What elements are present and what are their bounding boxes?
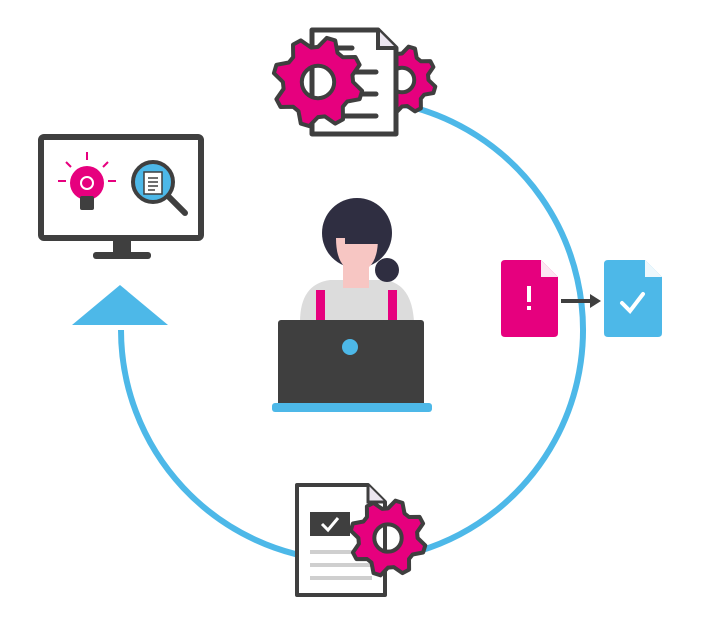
cycle-arrow-icon (72, 285, 168, 325)
gear-icon (271, 35, 365, 129)
magnifier-document-icon (131, 160, 188, 216)
gear-icon (348, 498, 428, 578)
cycle-arc (118, 101, 586, 564)
checked-document-icon (604, 260, 662, 337)
lightbulb-gear-icon (58, 152, 116, 210)
monitor-icon (38, 134, 204, 259)
warning-document-icon (501, 260, 558, 337)
person-laptop-illustration (272, 198, 432, 412)
document-gears-icon (271, 27, 438, 137)
laptop (278, 320, 424, 406)
arrow-right-icon (561, 294, 601, 308)
checklist-document-gear-icon (295, 483, 428, 597)
